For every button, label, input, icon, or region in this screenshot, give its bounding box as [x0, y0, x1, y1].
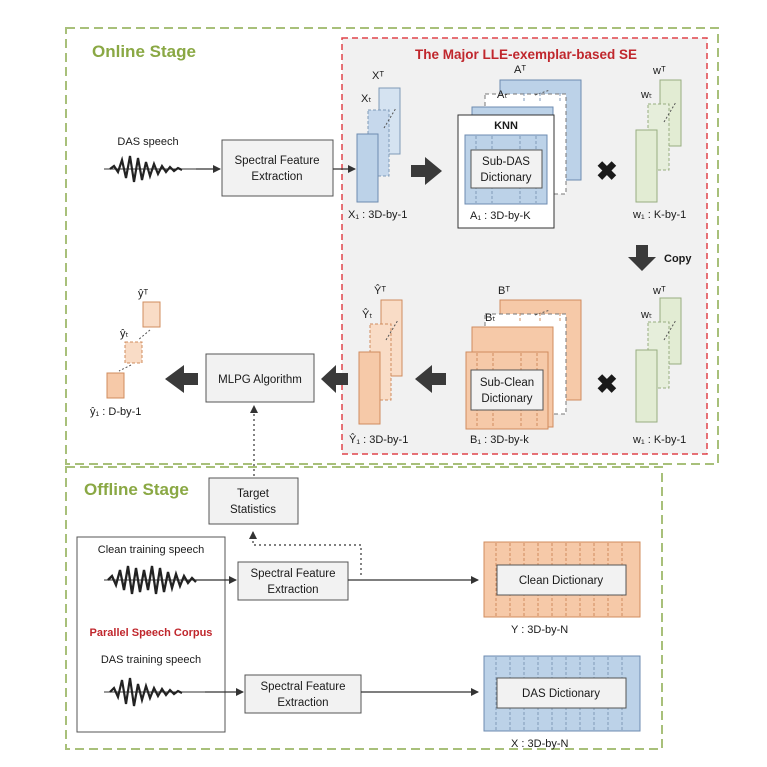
fat-arrow-copy — [628, 245, 656, 271]
a-1-label: A₁ : 3D-by-K — [470, 210, 531, 222]
w2-t-label: wₜ — [640, 309, 652, 321]
copy-label: Copy — [664, 253, 692, 265]
das-dictionary-label: DAS Dictionary — [522, 688, 600, 700]
das-dictionary-box — [496, 677, 627, 709]
mlpg-label: MLPG Algorithm — [218, 374, 302, 386]
offline-sfe-box-2 — [244, 674, 362, 714]
online-stage-title: Online Stage — [92, 42, 196, 61]
output-trajectory — [106, 301, 161, 399]
w2-T-label: wᵀ — [652, 285, 666, 297]
target-line1: Target — [237, 488, 270, 500]
offline-sfe-box-1 — [237, 561, 349, 601]
target-line2: Statistics — [230, 504, 276, 516]
mlpg-box — [205, 353, 315, 403]
das-training-waveform — [104, 677, 225, 707]
offline-stage-frame — [65, 466, 663, 750]
yhat-vector-stack — [358, 299, 403, 425]
fat-arrow-mlpg-to-out — [165, 365, 198, 393]
dotted-path-sfe-to-target — [249, 531, 362, 575]
out-T-label: ŷᵀ — [138, 288, 149, 300]
multiply-icon-top: ✖ — [596, 156, 618, 186]
yhat-T-label: Ŷᵀ — [374, 284, 386, 297]
yhat-1-label: Ŷ₁ : 3D-by-1 — [349, 433, 408, 446]
das-dictionary-dim: X : 3D-by-N — [511, 738, 569, 750]
das-training-label: DAS training speech — [101, 654, 201, 666]
parallel-corpus-label: Parallel Speech Corpus — [90, 627, 213, 639]
sub-das-dictionary-box — [470, 149, 543, 189]
online-sfe-line2: Extraction — [251, 171, 302, 183]
target-statistics-box — [208, 477, 299, 525]
out-t-label: ŷₜ — [120, 328, 129, 340]
out-1-label: ŷ₁ : D-by-1 — [90, 406, 141, 418]
clean-dictionary-dim: Υ : 3D-by-N — [511, 624, 568, 636]
fat-arrow-x-to-a — [411, 157, 442, 185]
a-t-label: Aₜ — [497, 89, 508, 101]
offline-stage-title: Offline Stage — [84, 480, 189, 499]
offline-sfe1-line2: Extraction — [267, 584, 318, 596]
knn-label: KNN — [494, 120, 518, 132]
offline-sfe2-line2: Extraction — [277, 697, 328, 709]
offline-sfe1-line1: Spectral Feature — [250, 568, 335, 580]
sub-clean-dictionary-box — [470, 369, 544, 411]
offline-sfe2-line1: Spectral Feature — [260, 681, 345, 693]
w2-1-label: w₁ : K-by-1 — [632, 434, 686, 446]
clean-training-label: Clean training speech — [98, 544, 204, 556]
multiply-icon-bottom: ✖ — [596, 369, 618, 399]
das-speech-label: DAS speech — [117, 136, 178, 148]
se-region-title: The Major LLE-exemplar-based SE — [415, 47, 637, 62]
online-stage-frame — [65, 27, 719, 465]
clean-dictionary-box — [496, 564, 627, 596]
yhat-t-label: Ŷₜ — [362, 308, 373, 321]
online-sfe-line1: Spectral Feature — [234, 155, 319, 167]
b-t-label: Bₜ — [485, 312, 496, 324]
w-1-label: w₁ : K-by-1 — [632, 209, 686, 221]
x-T-label: Xᵀ — [372, 70, 384, 82]
w-vector-stack-bottom — [635, 297, 682, 423]
b-T-label: Bᵀ — [498, 285, 510, 297]
fat-arrow-y-to-mlpg — [321, 365, 348, 393]
das-speech-waveform — [104, 155, 210, 183]
b-1-label: B₁ : 3D-by-k — [470, 434, 529, 446]
w-t-label: wₜ — [640, 89, 652, 101]
sub-das-line1: Sub-DAS — [482, 156, 530, 168]
fat-arrow-b-to-y — [415, 365, 446, 393]
x-1-label: X₁ : 3D-by-1 — [348, 209, 407, 221]
w-T-label: wᵀ — [652, 65, 666, 77]
x-vector-stack — [356, 87, 401, 203]
a-T-label: Aᵀ — [514, 64, 526, 76]
w-vector-stack-top — [635, 79, 682, 203]
sub-clean-line2: Dictionary — [481, 393, 532, 405]
clean-dictionary-label: Clean Dictionary — [519, 575, 604, 587]
x-t-label: Xₜ — [361, 93, 372, 105]
sub-clean-line1: Sub-Clean — [480, 377, 534, 389]
online-sfe-box — [221, 139, 334, 197]
sub-das-line2: Dictionary — [480, 172, 531, 184]
